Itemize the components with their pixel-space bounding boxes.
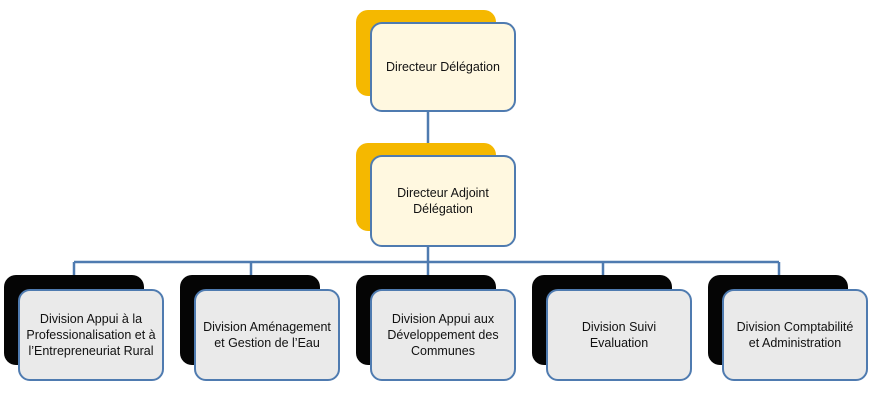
division-1-label: Division Appui à la Professionalisation …: [26, 312, 156, 358]
director-label: Directeur Délégation: [386, 60, 500, 74]
division-2-box: Division Aménagement et Gestion de l’Eau: [194, 289, 340, 381]
division-4-label: Division Suivi Evaluation: [581, 320, 657, 350]
division-5-box: Division Comptabilité et Administration: [722, 289, 868, 381]
division-3-label: Division Appui aux Développement des Com…: [387, 312, 499, 358]
division-2-label: Division Aménagement et Gestion de l’Eau: [203, 320, 331, 350]
division-3-box: Division Appui aux Développement des Com…: [370, 289, 516, 381]
division-1-box: Division Appui à la Professionalisation …: [18, 289, 164, 381]
deputy-box: Directeur Adjoint Délégation: [370, 155, 516, 247]
deputy-label: Directeur Adjoint Délégation: [397, 186, 489, 216]
division-5-label: Division Comptabilité et Administration: [736, 320, 854, 350]
director-box: Directeur Délégation: [370, 22, 516, 112]
division-4-box: Division Suivi Evaluation: [546, 289, 692, 381]
